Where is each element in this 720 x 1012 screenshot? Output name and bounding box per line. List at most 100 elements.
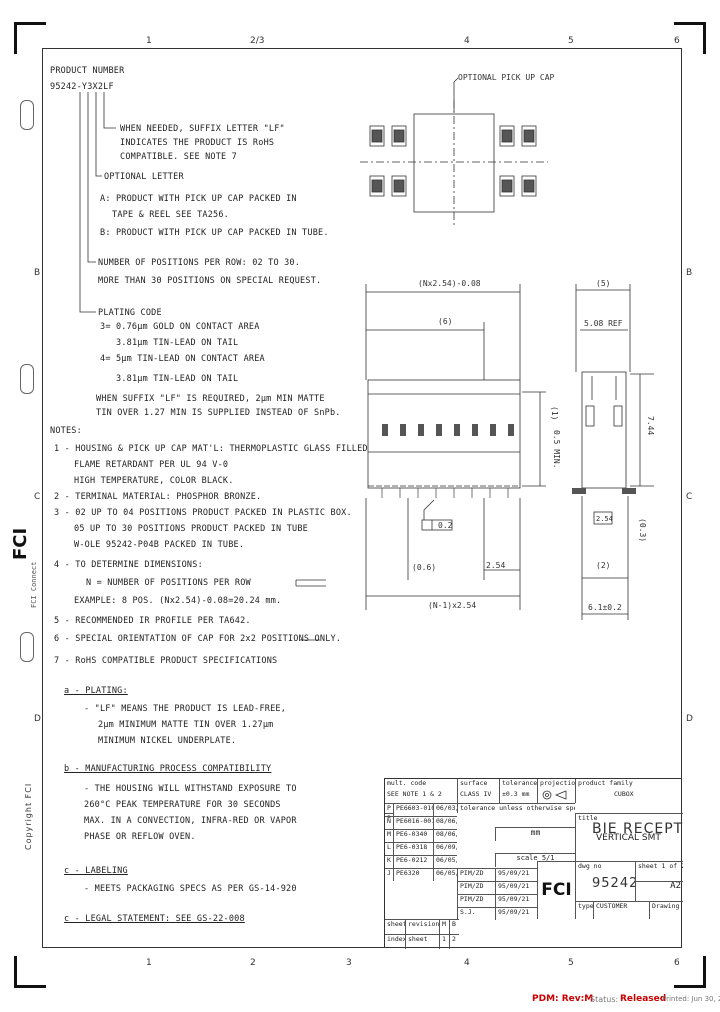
dim-254b: 2.54 xyxy=(596,515,613,523)
rev-date: 08/06/23 xyxy=(433,816,457,829)
rev-ecn: PE6016-0010 xyxy=(393,816,433,829)
rev-letter: J xyxy=(385,868,393,881)
corner-mark xyxy=(14,22,46,25)
product-family-value: CUBOX xyxy=(614,790,634,798)
mult-code-value: SEE NOTE 1 & 2 xyxy=(387,790,442,798)
note-2: 2 - TERMINAL MATERIAL: PHOSPHOR BRONZE. xyxy=(54,492,262,502)
corner-mark xyxy=(703,22,706,54)
surface-value: CLASS IV xyxy=(460,790,492,798)
tolerance-cell: tolerance ±0.3 mm xyxy=(499,779,537,803)
surface-label: surface xyxy=(460,779,488,787)
approved-date: 95/09/21 xyxy=(495,894,537,907)
callout-suffix-1: WHEN NEEDED, SUFFIX LETTER "LF" xyxy=(120,124,285,134)
note-7b-line-1: - THE HOUSING WILL WITHSTAND EXPOSURE TO xyxy=(84,784,297,794)
index-row-label: index xyxy=(385,934,405,949)
dim-5: (5) xyxy=(596,279,610,288)
zone-left-d: D xyxy=(34,714,41,724)
zone-top-4: 4 xyxy=(464,36,470,46)
sheet-label: sheet xyxy=(638,862,658,870)
zone-right-c: C xyxy=(686,492,693,502)
note-7: 7 - RoHS COMPATIBLE PRODUCT SPECIFICATIO… xyxy=(54,656,278,666)
note-7b-line-4: PHASE OR REFLOW OVEN. xyxy=(84,832,196,842)
zone-bottom-1: 1 xyxy=(146,958,152,968)
callout-plating-2: 3= 0.76µm GOLD ON CONTACT AREA xyxy=(100,322,260,332)
punch-hole xyxy=(20,632,34,662)
callout-positions-2: MORE THAN 30 POSITIONS ON SPECIAL REQUES… xyxy=(98,276,322,286)
note-1-line-2: FLAME RETARDANT PER UL 94 V-0 xyxy=(74,460,229,470)
checked-date: 95/09/21 xyxy=(495,881,537,894)
rev-date: 06/05/29 xyxy=(433,855,457,868)
units: mm xyxy=(495,827,575,841)
note-7b-line-3: MAX. IN A CONVECTION, INFRA-RED OR VAPOR xyxy=(84,816,297,826)
title-cell: title BIE RECEPT VERTICAL SMT xyxy=(575,813,683,861)
general-tolerance-note: tolerance unless otherwise specified xyxy=(457,803,575,813)
punch-hole xyxy=(20,364,34,394)
zone-bottom-3: 3 xyxy=(346,958,352,968)
callout-optional-4: B: PRODUCT WITH PICK UP CAP PACKED IN TU… xyxy=(100,228,329,238)
drawn-date: 95/09/21 xyxy=(495,868,537,881)
title-block: mult. code SEE NOTE 1 & 2 surface CLASS … xyxy=(384,778,683,949)
revision-rows: P xyxy=(385,813,457,826)
note-7a-line-1: - "LF" MEANS THE PRODUCT IS LEAD-FREE, xyxy=(84,704,287,714)
dim-254a: 2.54 xyxy=(486,561,505,570)
type-value: CUSTOMER xyxy=(593,901,649,919)
zone-right-b: B xyxy=(686,268,693,278)
rev-letter: K xyxy=(385,855,393,868)
rev-ecn: PE6603-0103 xyxy=(393,803,433,816)
mult-code-cell: mult. code SEE NOTE 1 & 2 xyxy=(385,779,457,803)
dim-1: (1) xyxy=(550,406,559,420)
note-7a-line-2: 2µm MINIMUM MATTE TIN OVER 1.27µm xyxy=(98,720,274,730)
note-7b-title: b - MANUFACTURING PROCESS COMPATIBILITY xyxy=(64,764,272,774)
zone-right-d: D xyxy=(686,714,693,724)
note-4-line-3: EXAMPLE: 8 POS. (Nx2.54)-0.08=20.24 mm. xyxy=(74,596,282,606)
tolerance-value: ±0.3 mm xyxy=(502,790,530,798)
note-7c-title: c - LABELING xyxy=(64,866,128,876)
note-7c-body: - MEETS PACKAGING SPECS AS PER GS-14-920 xyxy=(84,884,297,894)
rev-ecn: PE6-0318 xyxy=(393,842,433,855)
status-value: Released xyxy=(620,994,667,1004)
rev-letter: P xyxy=(385,813,393,826)
sheet-value: 1 of 2 xyxy=(661,862,684,870)
dim-bot: (N-1)x2.54 xyxy=(428,601,476,610)
pdm-revision: PDM: Rev:M xyxy=(532,994,594,1004)
callout-suffix-2: INDICATES THE PRODUCT IS RoHS xyxy=(120,138,275,148)
product-family-cell: product family CUBOX xyxy=(575,779,683,803)
type-label: type xyxy=(575,901,593,919)
surface-cell: surface CLASS IV xyxy=(457,779,499,803)
scale: scale 5/1 xyxy=(495,853,575,867)
notes-header: NOTES: xyxy=(50,426,82,436)
rev-ecn: PE6320 xyxy=(393,868,433,881)
dim-02: 0.2 xyxy=(438,521,453,530)
corner-mark xyxy=(14,985,46,988)
dim-744: 7.44 xyxy=(646,416,655,435)
fci-logo: FCI xyxy=(541,880,572,900)
note-5: 5 - RECOMMENDED IR PROFILE PER TA642. xyxy=(54,616,251,626)
zone-top-1: 1 xyxy=(146,36,152,46)
zone-bottom-6: 6 xyxy=(674,958,680,968)
callout-optional-2: A: PRODUCT WITH PICK UP CAP PACKED IN xyxy=(100,194,297,204)
dim-top: (Nx2.54)-0.08 xyxy=(418,279,481,288)
corner-mark xyxy=(703,956,706,988)
rev-letter: P xyxy=(385,803,393,816)
dim-2: (2) xyxy=(596,561,610,570)
title-label: title xyxy=(578,814,598,822)
front-view xyxy=(365,284,546,610)
drawn-by: PIM/ZD xyxy=(457,868,495,881)
note-7d-title: c - LEGAL STATEMENT: SEE GS-22-008 xyxy=(64,914,245,924)
product-family-label: product family xyxy=(578,779,633,787)
dim-6: (6) xyxy=(438,317,452,326)
revision-sheet-2: B xyxy=(449,919,459,934)
rev-date: 06/09/20 xyxy=(433,842,457,855)
sheet-cell: sheet 1 of 2 xyxy=(635,861,683,881)
callout-plating-1: PLATING CODE xyxy=(98,308,162,318)
note-7b-line-2: 260°C PEAK TEMPERATURE FOR 30 SECONDS xyxy=(84,800,281,810)
rev-letter: M xyxy=(385,829,393,842)
corner-mark xyxy=(674,985,706,988)
side-view xyxy=(572,284,654,620)
index-sheet-label: sheet xyxy=(405,934,439,949)
zone-bottom-5: 5 xyxy=(568,958,574,968)
dwg-no-cell: dwg no 95242 xyxy=(575,861,635,901)
corner-mark xyxy=(14,22,17,54)
